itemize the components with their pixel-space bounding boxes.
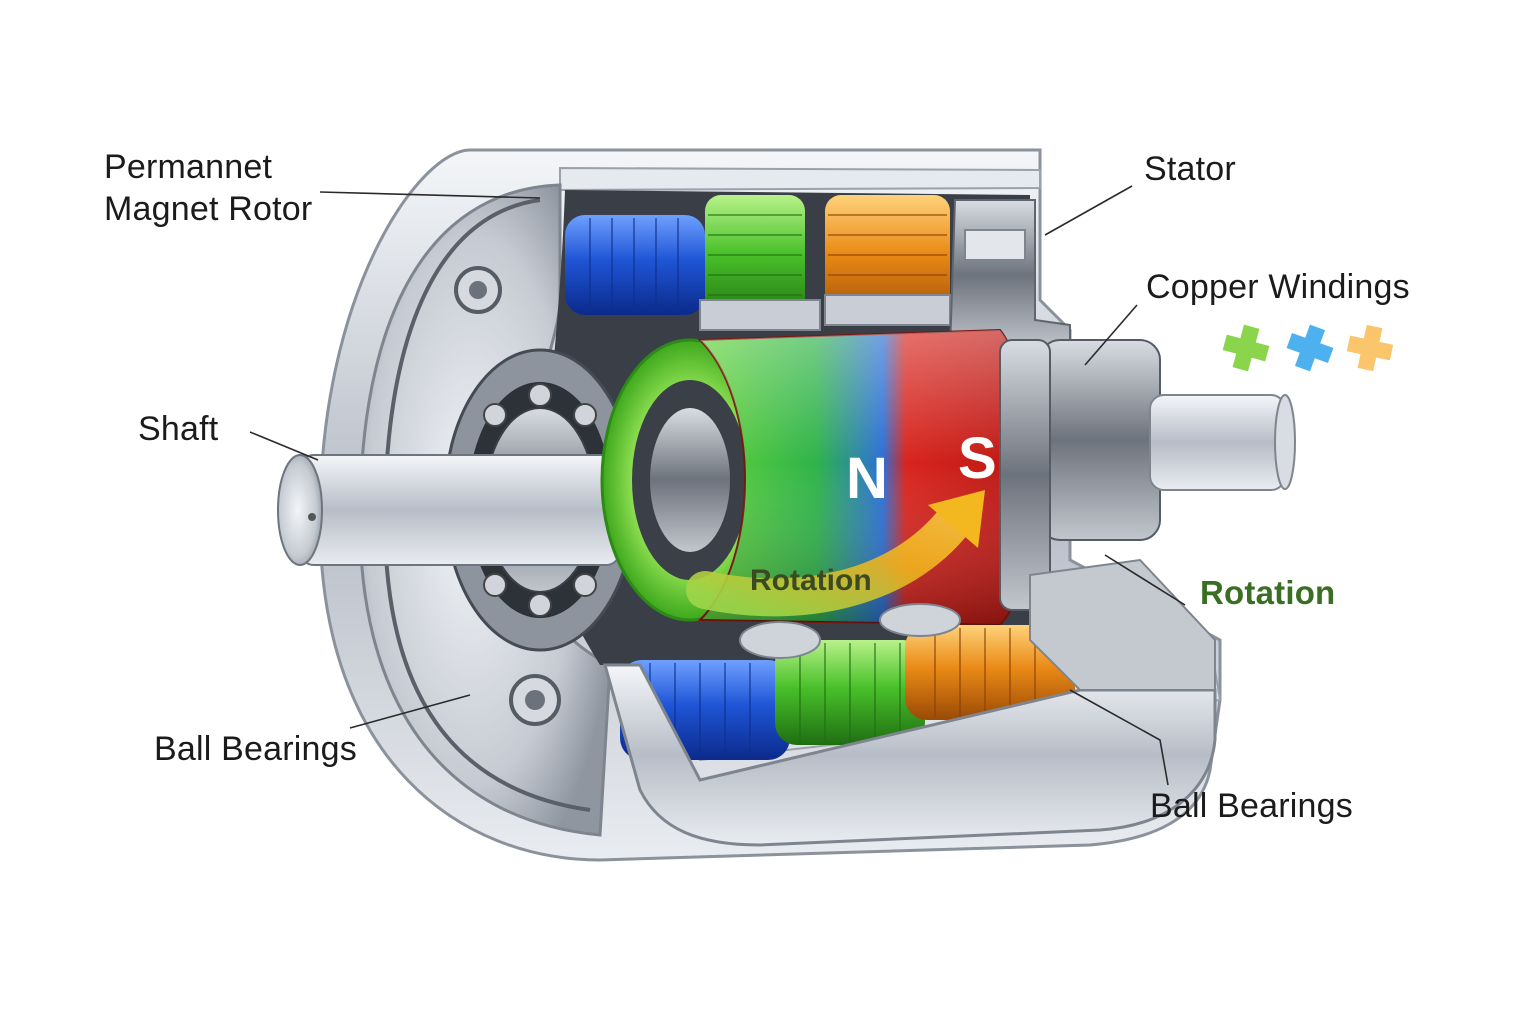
magnet-rotor: N S Rotation xyxy=(600,328,1051,627)
lower-bracket xyxy=(1029,558,1216,691)
label-rotor-line2: Magnet Rotor xyxy=(104,190,313,228)
leader-shaft xyxy=(249,431,319,461)
leader-rotation xyxy=(1104,554,1186,606)
leader-stator xyxy=(1044,185,1133,236)
south-pole-label: S xyxy=(958,426,997,491)
label-rotor-line1: Permannet xyxy=(104,148,273,186)
housing-bottom-lip xyxy=(603,663,1217,847)
leader-rotor xyxy=(319,191,541,199)
label-stator: Stator xyxy=(1144,150,1236,188)
orange-cross-icon xyxy=(1346,324,1394,372)
stator-bracket xyxy=(948,199,1071,351)
label-rotation: Rotation xyxy=(1200,574,1336,611)
coil-orange-bottom xyxy=(905,625,1075,720)
rotation-arrow xyxy=(686,501,974,617)
blue-cross-icon xyxy=(1286,324,1334,372)
label-copper-windings: Copper Windings xyxy=(1146,268,1410,306)
rotation-arrow-head xyxy=(928,490,985,548)
right-shaft xyxy=(1039,339,1296,541)
coil-green-top xyxy=(705,195,805,325)
rotation-inline-label: Rotation xyxy=(750,564,872,597)
label-ball-bearings-right: Ball Bearings xyxy=(1150,787,1353,825)
coil-orange-top xyxy=(825,195,950,325)
leader-lines xyxy=(249,185,1186,786)
north-pole-label: N xyxy=(846,446,888,511)
top-coils xyxy=(565,195,951,331)
green-cross-icon xyxy=(1222,324,1270,372)
leader-bearings-right xyxy=(1069,689,1169,786)
leader-windings xyxy=(1084,304,1138,366)
leader-bearings-left xyxy=(349,694,471,729)
left-shaft xyxy=(277,454,621,566)
label-shaft: Shaft xyxy=(138,410,219,448)
label-ball-bearings-left: Ball Bearings xyxy=(154,730,357,768)
